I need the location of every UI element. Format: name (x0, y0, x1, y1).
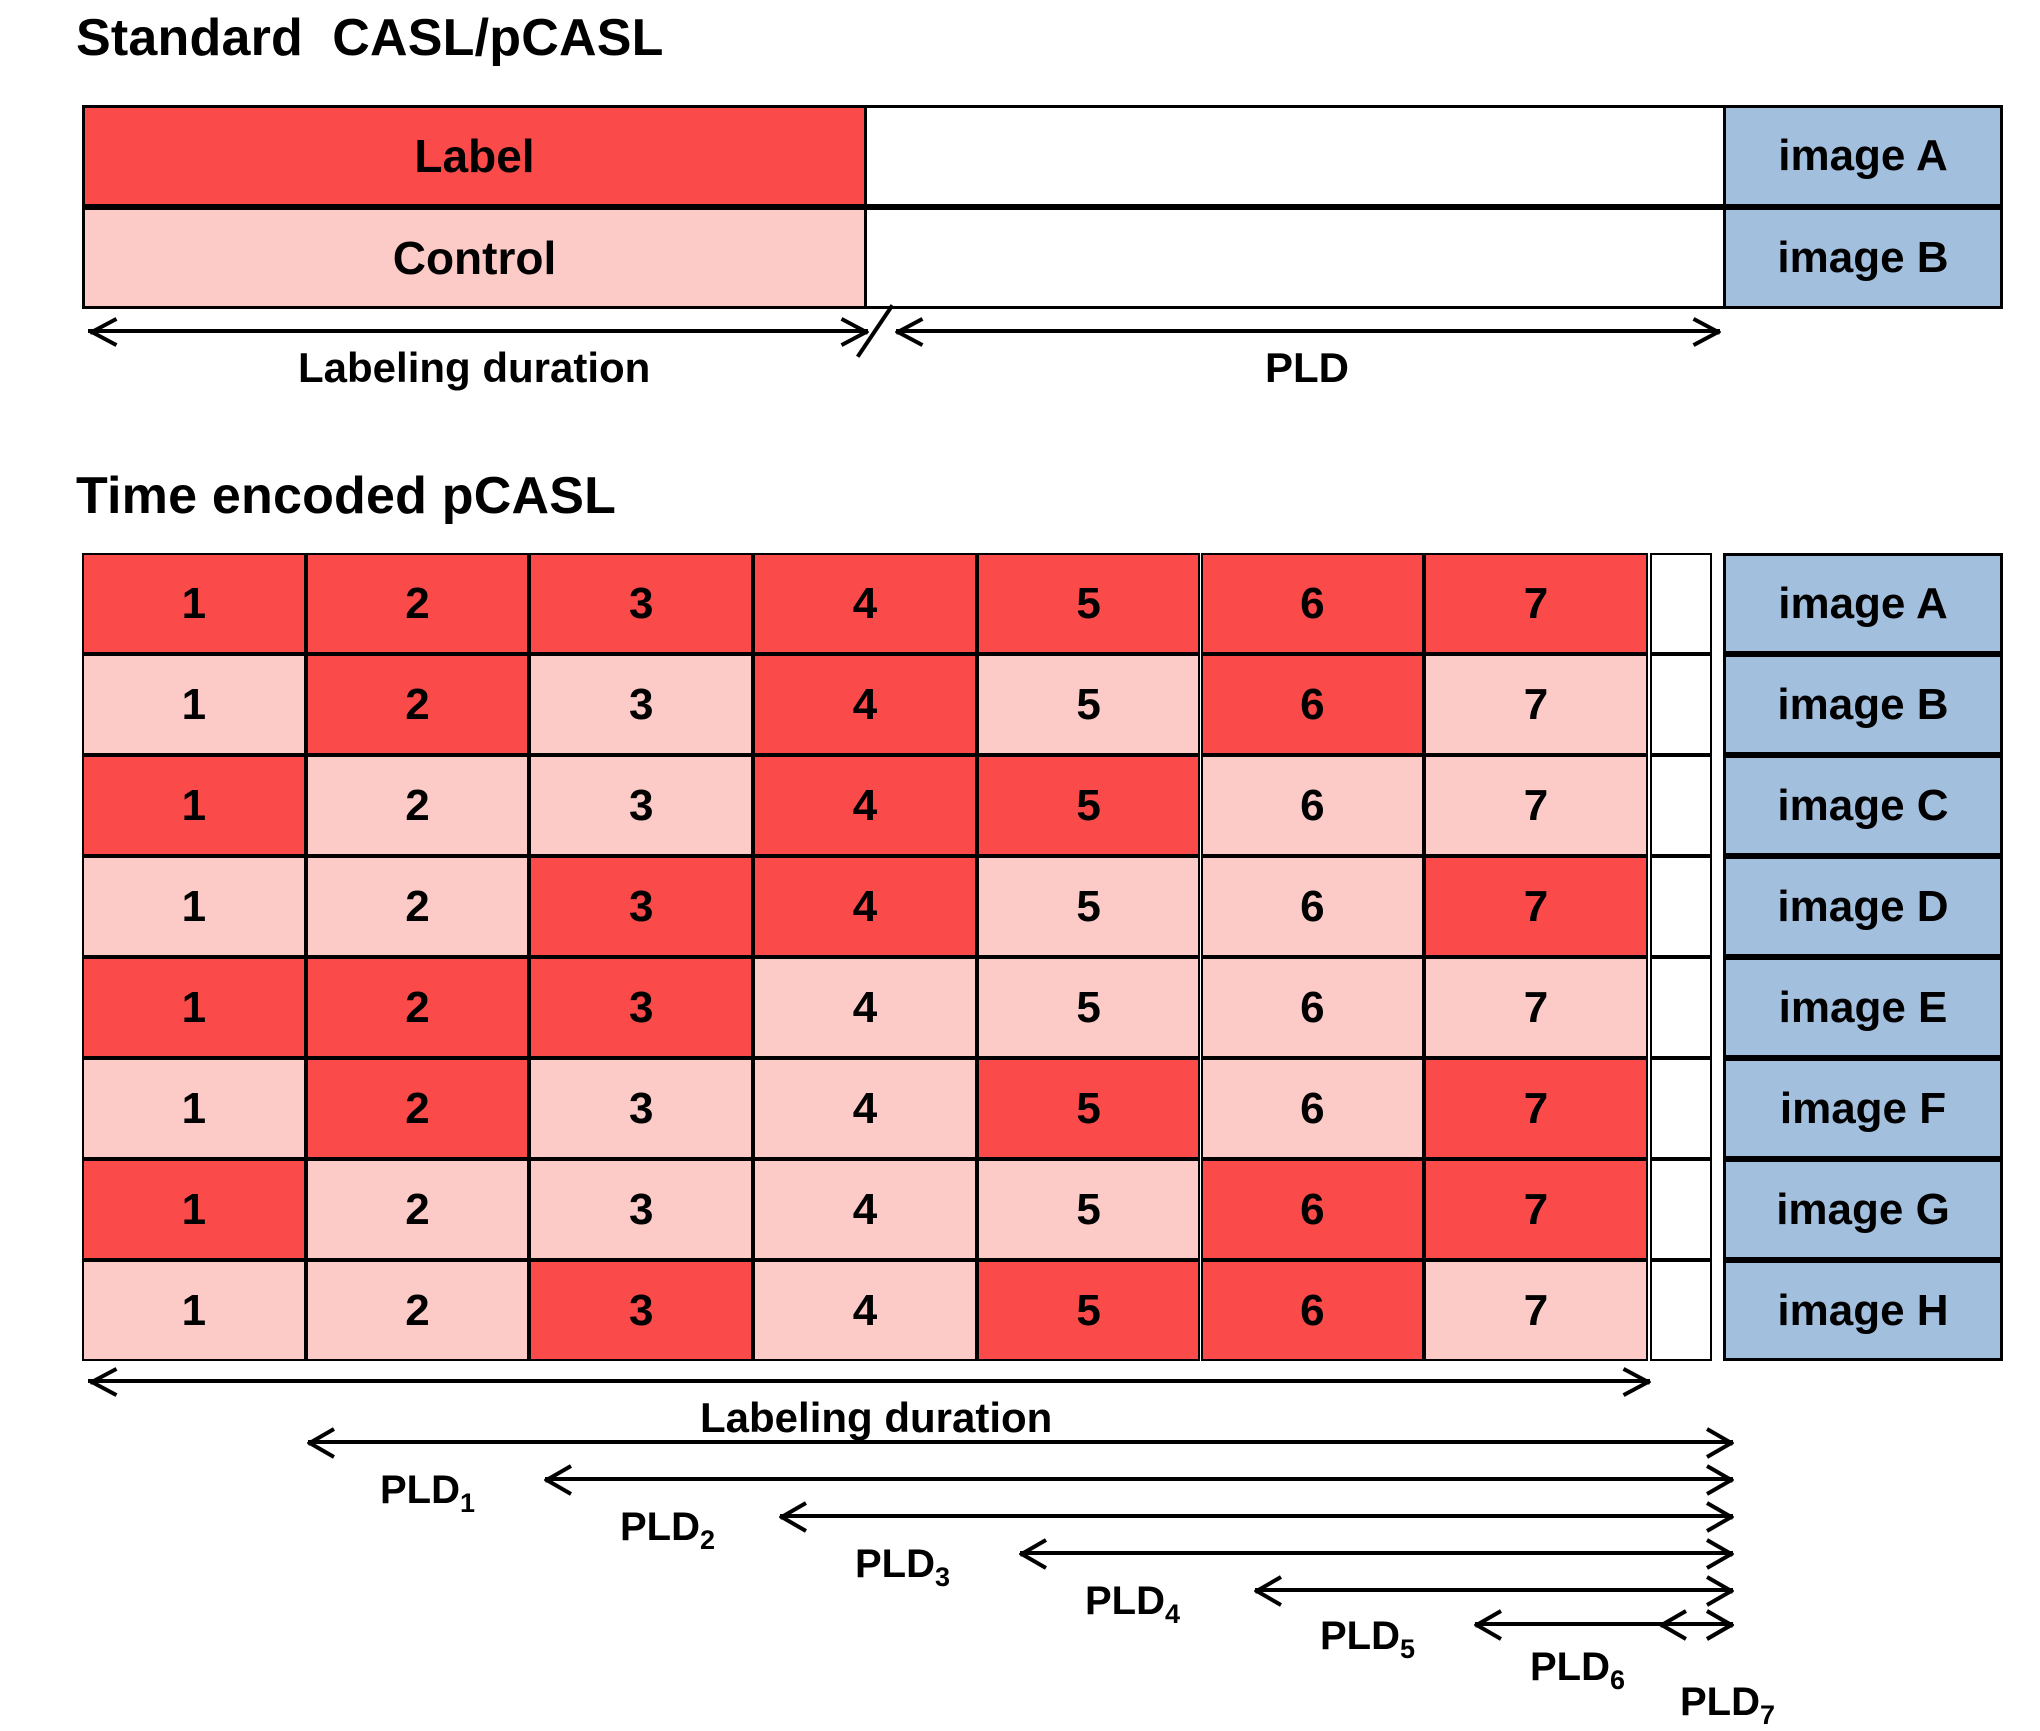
encoding-cell: 1 (82, 1058, 306, 1159)
encoding-cell: 2 (305, 957, 530, 1058)
time-encoded-section-title: Time encoded pCASL (76, 467, 617, 525)
encoding-cell: 1 (82, 1260, 306, 1361)
pld-5-label: PLD5 (1320, 1614, 1416, 1664)
encoding-cell: 5 (976, 1058, 1201, 1159)
encoding-cell: 7 (1424, 1058, 1648, 1159)
control-delay-box (864, 207, 1726, 309)
spacer-cell (1650, 755, 1712, 856)
encoding-cell: 5 (976, 1260, 1201, 1361)
encoding-cell: 5 (976, 654, 1201, 755)
encoding-cell: 4 (753, 1058, 977, 1159)
spacer-cell (1650, 856, 1712, 957)
encoding-cell: 4 (753, 1159, 977, 1260)
encoding-cell: 2 (305, 755, 530, 856)
encoding-cell: 4 (753, 957, 977, 1058)
encoding-cell: 2 (305, 1260, 530, 1361)
image-a-readout-top: image A (1723, 105, 2003, 207)
image-readout-b: image B (1723, 654, 2003, 755)
encoding-cell: 7 (1424, 553, 1648, 654)
standard-casl-section-title: Standard CASL/pCASL (76, 9, 664, 67)
encoding-cell: 6 (1200, 856, 1425, 957)
encoding-cell: 3 (529, 957, 754, 1058)
spacer-cell (1650, 1159, 1712, 1260)
encoding-cell: 3 (529, 1260, 754, 1361)
encoding-cell: 4 (753, 654, 977, 755)
encoding-cell: 6 (1200, 957, 1425, 1058)
encoding-cell: 1 (82, 856, 306, 957)
encoding-cell: 1 (82, 1159, 306, 1260)
pld-label-top: PLD (1265, 344, 1349, 391)
encoding-cell: 7 (1424, 1159, 1648, 1260)
spacer-cell (1650, 957, 1712, 1058)
encoding-cell: 6 (1200, 1260, 1425, 1361)
encoding-cell: 5 (976, 856, 1201, 957)
pld-7-label: PLD7 (1680, 1680, 1776, 1730)
encoding-cell: 6 (1200, 1159, 1425, 1260)
spacer-cell (1650, 553, 1712, 654)
encoding-cell: 3 (529, 553, 754, 654)
encoding-cell: 4 (753, 553, 977, 654)
control-block: Control (82, 207, 867, 309)
image-readout-d: image D (1723, 856, 2003, 957)
encoding-cell: 5 (976, 755, 1201, 856)
spacer-cell (1650, 654, 1712, 755)
encoding-cell: 7 (1424, 957, 1648, 1058)
pld-3-label: PLD3 (855, 1542, 951, 1592)
encoding-cell: 7 (1424, 755, 1648, 856)
label-delay-box (864, 105, 1726, 207)
encoding-cell: 7 (1424, 856, 1648, 957)
spacer-cell (1650, 1058, 1712, 1159)
encoding-cell: 5 (976, 553, 1201, 654)
image-readout-g: image G (1723, 1159, 2003, 1260)
encoding-cell: 4 (753, 1260, 977, 1361)
image-readout-a: image A (1723, 553, 2003, 654)
encoding-cell: 6 (1200, 755, 1425, 856)
encoding-cell: 6 (1200, 553, 1425, 654)
encoding-cell: 1 (82, 553, 306, 654)
pld-2-label: PLD2 (620, 1505, 716, 1555)
encoding-cell: 5 (976, 1159, 1201, 1260)
image-readout-f: image F (1723, 1058, 2003, 1159)
encoding-cell: 1 (82, 957, 306, 1058)
image-readout-h: image H (1723, 1260, 2003, 1361)
encoding-cell: 5 (976, 957, 1201, 1058)
encoding-cell: 1 (82, 755, 306, 856)
spacer-cell (1650, 1260, 1712, 1361)
encoding-cell: 3 (529, 755, 754, 856)
label-block: Label (82, 105, 867, 207)
encoding-cell: 4 (753, 856, 977, 957)
encoding-cell: 3 (529, 654, 754, 755)
encoding-cell: 1 (82, 654, 306, 755)
encoding-cell: 3 (529, 1159, 754, 1260)
encoding-cell: 6 (1200, 1058, 1425, 1159)
pld-6-label: PLD6 (1530, 1645, 1626, 1695)
image-readout-e: image E (1723, 957, 2003, 1058)
image-readout-c: image C (1723, 755, 2003, 856)
encoding-cell: 7 (1424, 654, 1648, 755)
encoding-cell: 6 (1200, 654, 1425, 755)
encoding-cell: 2 (305, 856, 530, 957)
encoding-cell: 3 (529, 856, 754, 957)
encoding-cell: 3 (529, 1058, 754, 1159)
encoding-cell: 4 (753, 755, 977, 856)
encoding-cell: 7 (1424, 1260, 1648, 1361)
image-b-readout-top: image B (1723, 207, 2003, 309)
encoding-cell: 2 (305, 1159, 530, 1260)
pld-1-label: PLD1 (380, 1468, 476, 1518)
encoding-cell: 2 (305, 654, 530, 755)
labeling-duration-label-bottom: Labeling duration (700, 1394, 1053, 1441)
encoding-cell: 2 (305, 553, 530, 654)
labeling-duration-label-top: Labeling duration (298, 344, 651, 391)
pld-4-label: PLD4 (1085, 1579, 1181, 1629)
encoding-cell: 2 (305, 1058, 530, 1159)
